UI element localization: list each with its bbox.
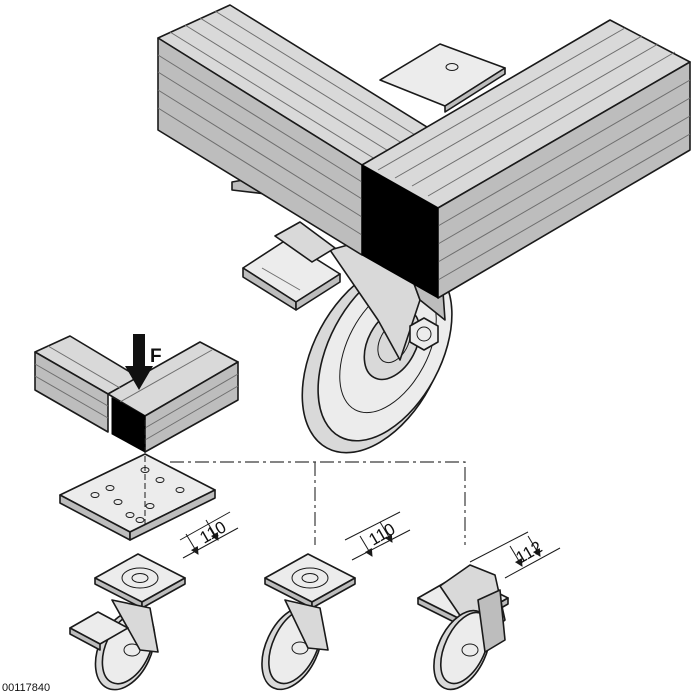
force-arrow-icon <box>125 334 153 390</box>
dimension-label-3: 112 <box>513 537 546 567</box>
dimension-label-1: 110 <box>197 517 230 547</box>
swivel-caster <box>261 553 356 691</box>
connector-lines <box>170 461 466 545</box>
small-corner-profile: F <box>34 334 239 453</box>
large-caster-detail <box>157 4 691 454</box>
drawing-number: 00117840 <box>2 682 51 694</box>
dimension-1: 110 <box>179 511 239 559</box>
caster-with-brake <box>69 553 186 691</box>
dimension-2: 110 <box>344 511 411 561</box>
large-profile-beam-right <box>361 19 691 299</box>
fixed-caster <box>417 564 509 691</box>
large-brake-pedal <box>242 221 341 311</box>
adapter-plate <box>59 420 216 541</box>
large-profile-beam-left <box>157 4 436 256</box>
force-label: F <box>150 346 162 367</box>
dimension-label-2: 110 <box>366 519 399 549</box>
